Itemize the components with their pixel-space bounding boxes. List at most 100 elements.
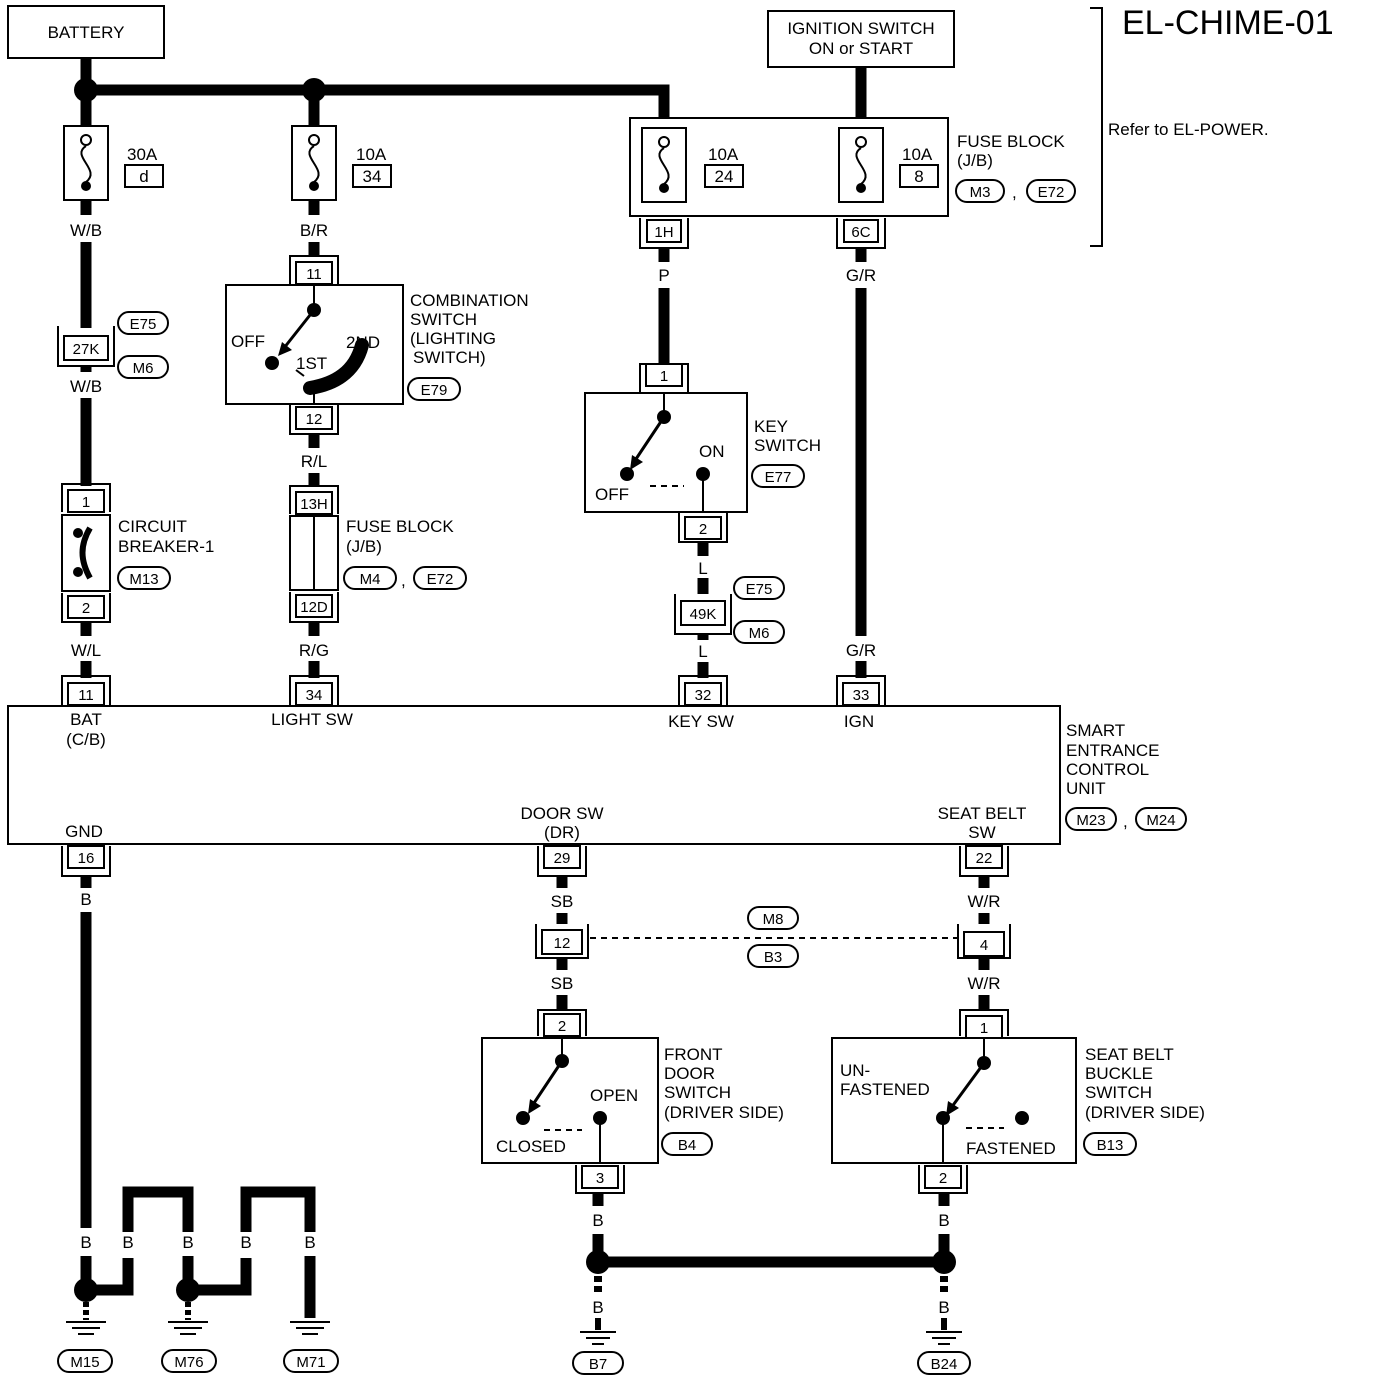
- ignition-switch-box: IGNITION SWITCH ON or START: [767, 10, 955, 68]
- ground-m71: M71: [296, 1354, 325, 1371]
- wire-l-2: L: [698, 642, 707, 661]
- pin-cb-1: 1: [82, 494, 90, 511]
- cu-label-1: SMART: [1066, 721, 1125, 740]
- cu-term-door: DOOR SW: [520, 804, 603, 823]
- ks-lever: [632, 416, 666, 463]
- conn-e77: E77: [765, 469, 792, 486]
- cu-pin-32: 32: [695, 687, 712, 704]
- wire-wl: W/L: [71, 641, 101, 660]
- conn-e75-a: E75: [130, 316, 157, 333]
- ground-symbol-b7: [580, 1318, 616, 1345]
- fuse-8-number-box: [899, 164, 939, 188]
- fuse-d-number-box: [124, 164, 164, 188]
- fuse-24-number: 24: [715, 167, 734, 186]
- cs-dash: [295, 369, 305, 377]
- cs-lever: [282, 309, 316, 349]
- cs-pos-2nd: 2ND: [346, 333, 380, 352]
- pin-27k: 27K: [73, 341, 100, 358]
- connector-ks-top: [639, 363, 689, 392]
- ground-m71-oval: [283, 1349, 339, 1373]
- pin-seat-2: 2: [939, 1170, 947, 1187]
- conn-e79: E79: [421, 382, 448, 399]
- connector-fbm-top: [289, 485, 339, 515]
- fuse-8-rating: 10A: [902, 145, 933, 164]
- wire-sb-2: SB: [551, 974, 574, 993]
- fuse-block-top-label: FUSE BLOCK: [957, 132, 1065, 151]
- seat-lever-arrow: [946, 1101, 959, 1116]
- wire-b-m76: B: [182, 1233, 193, 1252]
- fuse-d-number: d: [139, 167, 148, 186]
- conn-e72-mid-oval: [413, 566, 467, 590]
- conn-m23-oval: [1065, 807, 1117, 831]
- wire-gr-2: G/R: [846, 641, 876, 660]
- wire-b-b7-ground: B: [592, 1298, 603, 1317]
- pin-door-2: 2: [558, 1018, 566, 1035]
- pin-cs-12: 12: [306, 411, 323, 428]
- wire-b-j1: B: [122, 1233, 133, 1252]
- cu-pin-34-connector: [289, 675, 339, 706]
- fbm-label-1: FUSE BLOCK: [346, 517, 454, 536]
- ground-symbol-m76: [168, 1302, 208, 1335]
- seat-label-2: BUCKLE: [1085, 1064, 1153, 1083]
- cs-label-4: SWITCH): [413, 348, 486, 367]
- door-pos-open: OPEN: [590, 1086, 638, 1105]
- wire-b-m15: B: [80, 1233, 91, 1252]
- wire-b-m71: B: [304, 1233, 315, 1252]
- ground-m15: M15: [70, 1354, 99, 1371]
- wire-rl: R/L: [301, 452, 327, 471]
- ks-pos-off: OFF: [595, 485, 629, 504]
- door-label-1: FRONT: [664, 1045, 723, 1064]
- conn-m8-oval: [747, 906, 799, 930]
- door-lever: [530, 1060, 564, 1107]
- cu-pin-11-connector: [61, 675, 111, 706]
- ignition-label-2: ON or START: [809, 39, 913, 58]
- cu-label-3: CONTROL: [1066, 760, 1149, 779]
- wire-wr-2: W/R: [967, 974, 1000, 993]
- conn-e77-oval: [751, 464, 805, 488]
- connector-ks-bottom: [678, 513, 728, 543]
- seat-label-1: SEAT BELT: [1085, 1045, 1174, 1064]
- cu-term-ign: IGN: [844, 712, 874, 731]
- ground-b7: B7: [589, 1356, 607, 1373]
- conn-b4: B4: [678, 1137, 696, 1154]
- control-unit: [7, 705, 1061, 845]
- ground-symbol-m15: [66, 1302, 106, 1335]
- header-bracket: [1090, 7, 1103, 247]
- cu-pin-34: 34: [306, 687, 323, 704]
- wire-b-b24: B: [938, 1211, 949, 1230]
- conn-m23: M23: [1076, 812, 1105, 829]
- seat-belt-switch: [831, 1037, 1077, 1164]
- fuse-34-number-box: [352, 164, 392, 188]
- ground-symbol-b24: [926, 1318, 962, 1345]
- refer-note: Refer to EL-POWER.: [1108, 120, 1269, 139]
- wire-br: B/R: [300, 221, 328, 240]
- ks-contact-off: [620, 467, 634, 481]
- pin-ks-2: 2: [699, 521, 707, 538]
- conn-m13-oval: [117, 566, 171, 590]
- ground-symbol-m71: [290, 1321, 330, 1335]
- ks-label-1: KEY: [754, 417, 788, 436]
- fuse-8: [838, 127, 884, 203]
- pin-13h: 13H: [300, 496, 328, 513]
- cu-pin-11: 11: [78, 687, 94, 704]
- ks-lever-arrow: [630, 455, 643, 470]
- seat-pos-unf-1: UN-: [840, 1061, 870, 1080]
- wire-wb-2: W/B: [70, 377, 102, 396]
- pin-12d: 12D: [300, 599, 328, 616]
- cs-label-3: (LIGHTING: [410, 329, 496, 348]
- seat-lever: [949, 1062, 986, 1109]
- conn-m6-b-oval: [733, 620, 785, 644]
- ground-b7-oval: [572, 1351, 624, 1375]
- door-switch: [481, 1037, 659, 1164]
- conn-b13: B13: [1097, 1137, 1124, 1154]
- fbm-label-2: (J/B): [346, 537, 382, 556]
- conn-m6-a: M6: [133, 360, 154, 377]
- fuse-block-top-conn1-oval: [955, 179, 1005, 203]
- conn-m13: M13: [129, 571, 158, 588]
- seat-contact-fastened: [1015, 1111, 1029, 1125]
- fuse-24-rating: 10A: [708, 145, 739, 164]
- wire-j2-b: [240, 1186, 316, 1232]
- conn-m6-b: M6: [749, 625, 770, 642]
- cs-contact-off: [265, 356, 279, 370]
